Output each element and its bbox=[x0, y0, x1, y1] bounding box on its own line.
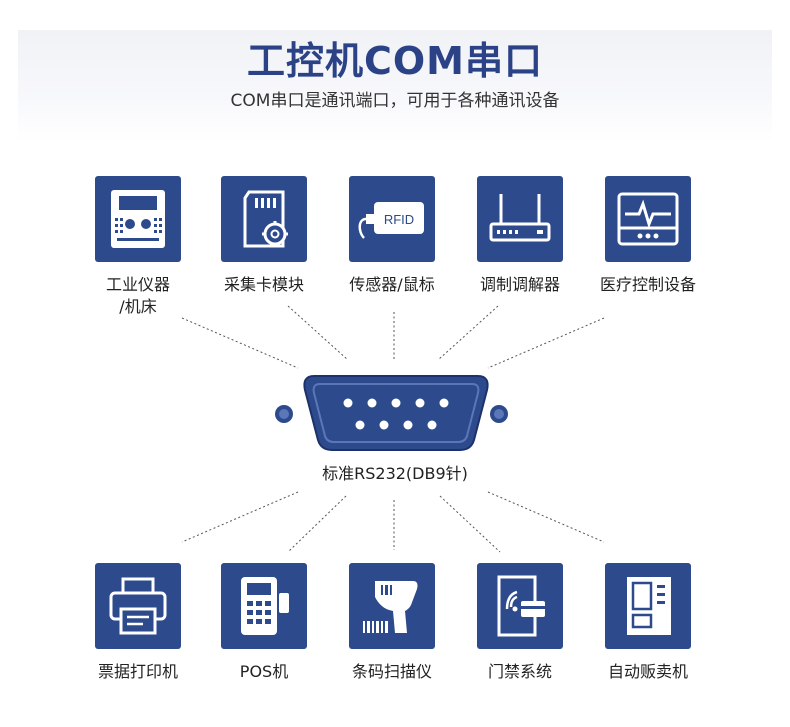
line-top-1 bbox=[181, 317, 299, 369]
medical-monitor-icon bbox=[617, 192, 679, 246]
device-label: 自动贩卖机 bbox=[607, 662, 688, 681]
industrial-instrument-icon bbox=[111, 190, 165, 248]
device-box bbox=[605, 176, 691, 262]
device-label: 医疗控制设备 bbox=[599, 275, 696, 294]
line-bot-1 bbox=[181, 491, 299, 543]
device-label: 票据打印机 bbox=[97, 662, 178, 681]
page-subtitle: COM串口是通讯端口，可用于各种通讯设备 bbox=[230, 91, 560, 111]
device-box bbox=[605, 563, 691, 649]
device-box bbox=[95, 563, 181, 649]
db9-connector bbox=[268, 366, 524, 456]
device-pos: POS机 bbox=[209, 563, 319, 683]
device-vending-machine: 自动贩卖机 bbox=[593, 563, 703, 683]
device-acquisition-card: 采集卡模块 bbox=[209, 176, 319, 296]
connector-label: 标准RS232(DB9针) bbox=[322, 464, 468, 483]
device-label: 采集卡模块 bbox=[223, 275, 304, 294]
printer-icon bbox=[109, 577, 167, 635]
device-label: 传感器/鼠标 bbox=[349, 275, 435, 294]
device-medical-control: 医疗控制设备 bbox=[593, 176, 703, 296]
pos-terminal-icon bbox=[241, 577, 289, 635]
vending-machine-icon bbox=[627, 577, 671, 635]
device-label: POS机 bbox=[239, 662, 289, 681]
device-receipt-printer: 票据打印机 bbox=[83, 563, 193, 683]
page-title: 工控机COM串口 bbox=[246, 39, 543, 83]
device-label: 条码扫描仪 bbox=[351, 662, 432, 681]
device-modem: 调制调解器 bbox=[465, 176, 575, 296]
device-box bbox=[95, 176, 181, 262]
line-bot-4 bbox=[439, 495, 501, 553]
barcode-scanner-icon bbox=[363, 581, 418, 633]
device-box: RFID bbox=[349, 176, 435, 262]
line-bot-5 bbox=[487, 491, 605, 543]
db9-connector-icon bbox=[275, 375, 508, 451]
device-box bbox=[477, 176, 563, 262]
device-box bbox=[477, 563, 563, 649]
device-sensor-mouse: RFID 传感器/鼠标 bbox=[337, 176, 447, 296]
device-label: 工业仪器 /机床 bbox=[105, 275, 170, 316]
header-band bbox=[18, 30, 772, 142]
line-top-4 bbox=[437, 305, 499, 361]
router-icon bbox=[489, 194, 551, 242]
rfid-text: RFID bbox=[384, 212, 414, 227]
access-control-icon bbox=[497, 575, 545, 637]
sd-card-gear-icon bbox=[243, 190, 288, 248]
rfid-sensor-icon: RFID bbox=[358, 202, 424, 239]
line-top-5 bbox=[487, 317, 605, 369]
device-label: 调制调解器 bbox=[479, 275, 560, 294]
device-industrial-instrument: 工业仪器 /机床 bbox=[83, 176, 193, 318]
device-box bbox=[221, 563, 307, 649]
device-access-control: 门禁系统 bbox=[465, 563, 575, 683]
device-label: 门禁系统 bbox=[487, 662, 552, 681]
line-bot-2 bbox=[287, 495, 347, 553]
device-box bbox=[221, 176, 307, 262]
line-top-2 bbox=[287, 305, 349, 361]
device-barcode-scanner: 条码扫描仪 bbox=[337, 563, 447, 683]
device-box bbox=[349, 563, 435, 649]
